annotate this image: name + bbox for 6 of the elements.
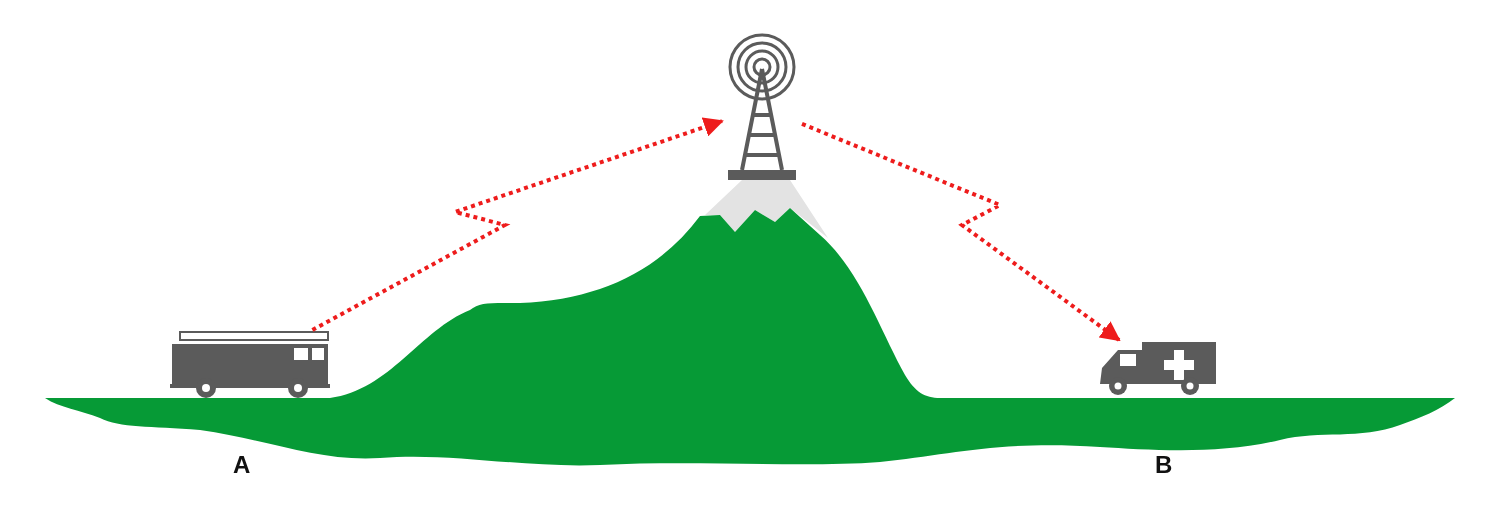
fire-truck-icon: [170, 330, 330, 398]
location-label: B: [1155, 452, 1173, 478]
signal-arrow: [801, 122, 1121, 342]
ambulance-icon: [1098, 340, 1218, 397]
location-label: A: [233, 452, 251, 478]
signal-arrow: [311, 117, 724, 332]
